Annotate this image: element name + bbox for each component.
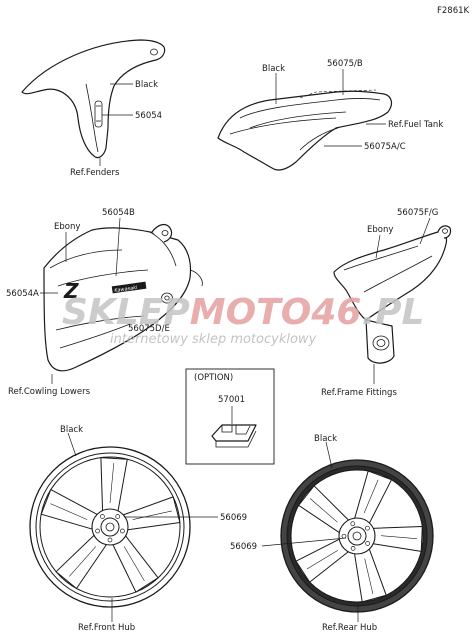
- tank-reference: Ref.Fuel Tank: [388, 120, 443, 130]
- watermark-logo: SKLEPMOTO46.PL: [62, 292, 424, 333]
- cowling-brand-logo: Kawasaki: [114, 285, 138, 294]
- cowling-z-logo: Z: [63, 279, 79, 303]
- fender-part-number: 56054: [135, 111, 162, 121]
- cowling-top-part-number: 56054B: [102, 208, 135, 218]
- rear-wheel: [280, 459, 434, 613]
- cowling-mid-part-number: 56075D/E: [128, 324, 170, 334]
- tank-bottom-part-number: 56075A/C: [364, 142, 406, 152]
- figure-code: F2861K: [437, 6, 470, 16]
- tank-top-part-number: 56075/B: [327, 59, 363, 69]
- decal-kit-icon: [211, 424, 257, 448]
- frame-reference: Ref.Frame Fittings: [321, 388, 397, 398]
- fender-black-label: Black: [135, 80, 158, 90]
- cowling-ebony-label: Ebony: [54, 222, 80, 232]
- cowling-left-part-number: 56054A: [6, 289, 39, 299]
- front-wheel: [29, 446, 191, 608]
- watermark: SKLEPMOTO46.PL internetowy sklep motocyk…: [62, 292, 424, 347]
- option-box: (OPTION) 57001: [185, 368, 275, 465]
- front-hub-reference: Ref.Front Hub: [78, 623, 135, 632]
- frame-part-number: 56075F/G: [397, 208, 438, 218]
- fender-reference: Ref.Fenders: [70, 168, 120, 178]
- front-fender: [21, 39, 166, 159]
- front-wheel-black-label: Black: [60, 425, 83, 435]
- cowling-reference: Ref.Cowling Lowers: [8, 387, 91, 397]
- rear-wheel-part-number: 56069: [230, 542, 257, 552]
- fuel-tank-decal: [217, 89, 393, 171]
- option-title: (OPTION): [194, 373, 233, 383]
- frame-ebony-label: Ebony: [367, 225, 393, 235]
- option-part-number: 57001: [218, 395, 245, 405]
- rear-wheel-black-label: Black: [314, 434, 337, 444]
- watermark-subtitle: internetowy sklep motocyklowy: [110, 332, 317, 347]
- front-wheel-part-number: 56069: [220, 513, 247, 523]
- cowling-decal: Z Kawasaki: [43, 223, 203, 372]
- rear-hub-reference: Ref.Rear Hub: [322, 623, 377, 632]
- tank-black-label: Black: [262, 64, 285, 74]
- frame-fitting-decal: [333, 225, 452, 364]
